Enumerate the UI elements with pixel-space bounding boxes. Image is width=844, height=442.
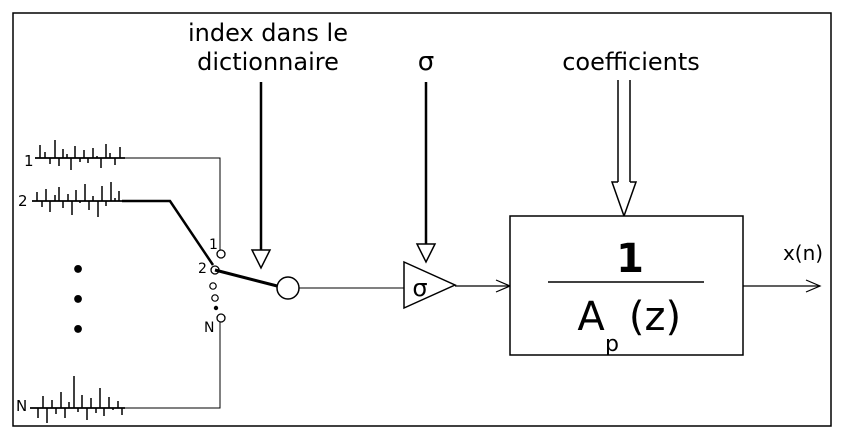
codebook-entry-1: 1 [24, 140, 221, 250]
outer-frame [12, 12, 832, 427]
gain-symbol: σ [412, 274, 427, 302]
coefficients-arrow [610, 80, 638, 219]
codebook-entry-n-label: N [16, 397, 27, 415]
filter-denominator-a: A [577, 294, 605, 340]
filter-numerator: 1 [616, 236, 644, 282]
ellipsis-dot-1: • [71, 258, 85, 283]
filter-denominator-subscript: p [605, 332, 619, 357]
output-label: x(n) [783, 241, 823, 265]
switch-arm [214, 268, 286, 290]
coefficients-label: coefficients [562, 48, 700, 76]
codebook-entry-n: N [16, 321, 221, 423]
synthesis-filter-block: 1 A p (z) [509, 215, 744, 357]
switch-dot-1 [209, 282, 217, 290]
switch-dot-3 [213, 305, 219, 311]
switch-dot-2 [211, 294, 219, 302]
output-arrow: x(n) [743, 241, 823, 293]
ellipsis-dot-2: • [71, 288, 85, 313]
sigma-arrow [415, 82, 437, 264]
switch-contact-1 [216, 249, 226, 259]
sigma-label: σ [418, 47, 434, 77]
index-label-line2: dictionnaire [197, 48, 339, 76]
filter-denominator-z: (z) [629, 294, 681, 340]
ellipsis-dot-3: • [71, 318, 85, 343]
signal-arrow-to-filter [455, 279, 512, 293]
switch-contact-1-label: 1 [209, 237, 218, 253]
switch-contact-n-label: N [204, 320, 214, 336]
codebook-entry-2-label: 2 [18, 192, 28, 210]
index-arrow [250, 82, 272, 270]
codebook-entry-2: 2 [18, 182, 215, 266]
codebook-ellipsis: • • • [71, 258, 85, 343]
switch-contact-2-label: 2 [198, 261, 207, 277]
index-label-line1: index dans le [188, 19, 348, 47]
gain-block: σ [403, 260, 457, 310]
codebook-entry-1-label: 1 [24, 152, 34, 170]
selector-switch: 1 2 N [198, 237, 300, 336]
switch-contact-n [216, 313, 226, 323]
switch-pivot [276, 276, 300, 300]
